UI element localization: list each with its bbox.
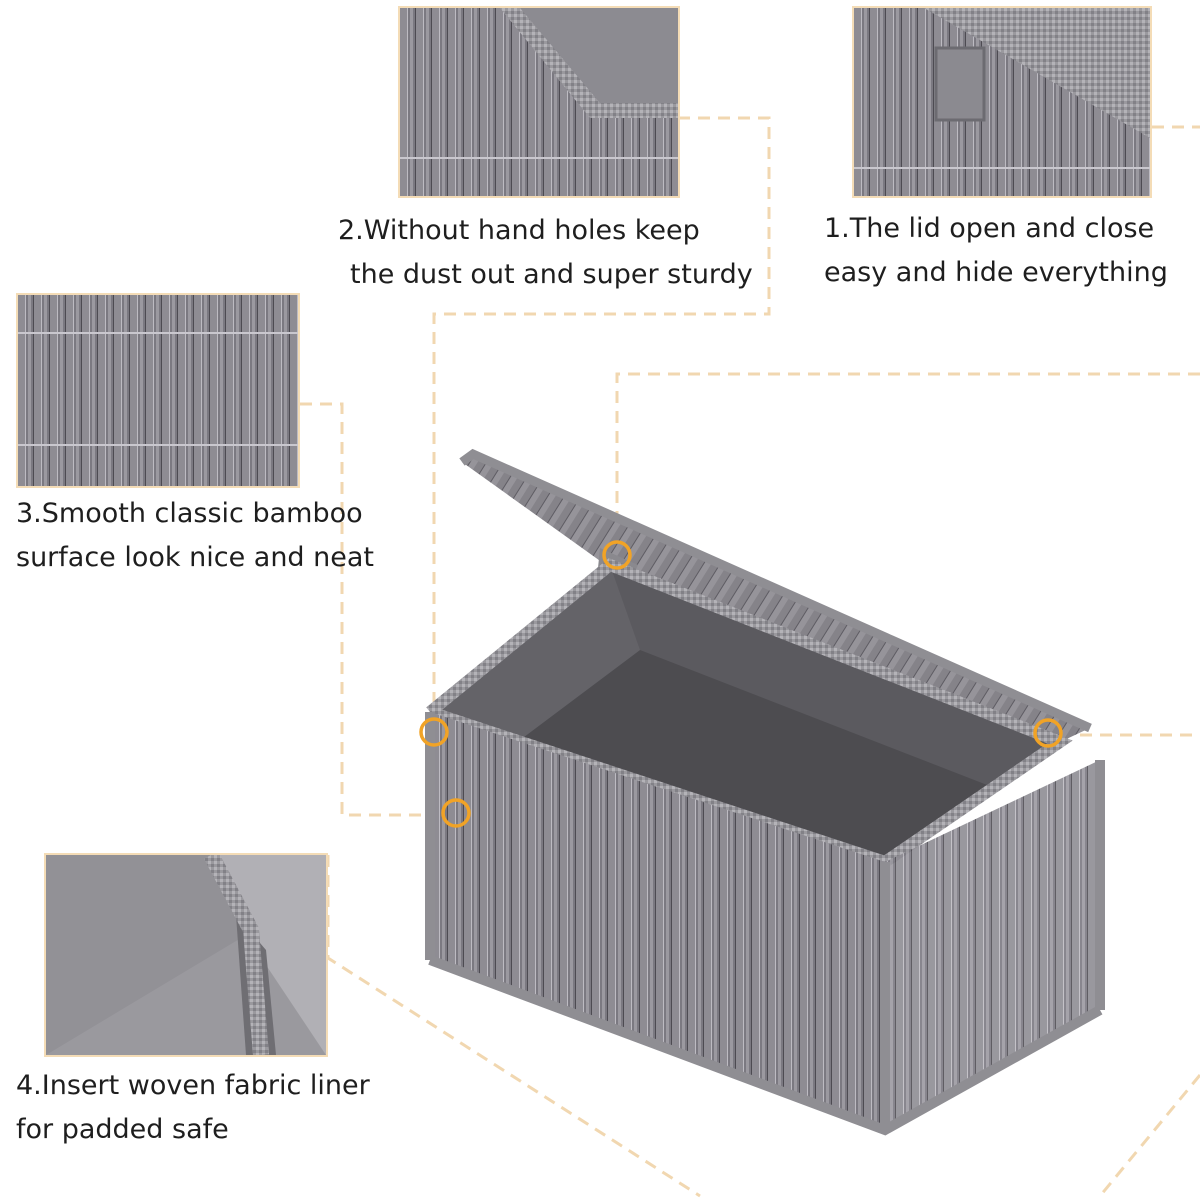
feature-2-line-2: the dust out and super sturdy bbox=[350, 259, 753, 290]
feature-caption-1: 1.The lid open and close easy and hide e… bbox=[824, 207, 1168, 295]
feature-3-line-2: surface look nice and neat bbox=[16, 542, 375, 573]
feature-3-line-1: 3.Smooth classic bamboo bbox=[16, 498, 363, 529]
leader-line-2 bbox=[432, 116, 771, 710]
feature-1-line-2: easy and hide everything bbox=[824, 257, 1168, 288]
feature-caption-2: 2.Without hand holes keep the dust out a… bbox=[338, 209, 753, 297]
feature-caption-4: 4.Insert woven fabric liner for padded s… bbox=[16, 1064, 370, 1152]
callout-markers bbox=[419, 540, 1063, 828]
marker-corner bbox=[1033, 718, 1063, 748]
leader-line-1 bbox=[615, 125, 1200, 540]
box-front bbox=[430, 712, 885, 1130]
marker-lid bbox=[602, 540, 632, 570]
feature-4-line-1: 4.Insert woven fabric liner bbox=[16, 1070, 370, 1101]
leader-line-4 bbox=[326, 733, 1200, 1198]
box-lid bbox=[462, 454, 1090, 742]
feature-1-line-1: 1.The lid open and close bbox=[824, 213, 1155, 244]
feature-caption-3: 3.Smooth classic bamboo surface look nic… bbox=[16, 492, 374, 580]
leader-line-3 bbox=[300, 402, 440, 817]
marker-rim bbox=[419, 717, 449, 747]
leader-lines bbox=[300, 116, 1200, 1198]
box-liner-floor bbox=[500, 650, 1000, 880]
feature-4-line-2: for padded safe bbox=[16, 1114, 229, 1145]
inset-bamboo-surface bbox=[16, 293, 300, 488]
inset-corner bbox=[398, 6, 680, 198]
inset-lid-strap bbox=[852, 6, 1152, 198]
marker-surface bbox=[441, 798, 471, 828]
inset-fabric-liner bbox=[44, 853, 328, 1057]
storage-box bbox=[425, 448, 1105, 1136]
feature-2-line-1: 2.Without hand holes keep bbox=[338, 215, 700, 246]
